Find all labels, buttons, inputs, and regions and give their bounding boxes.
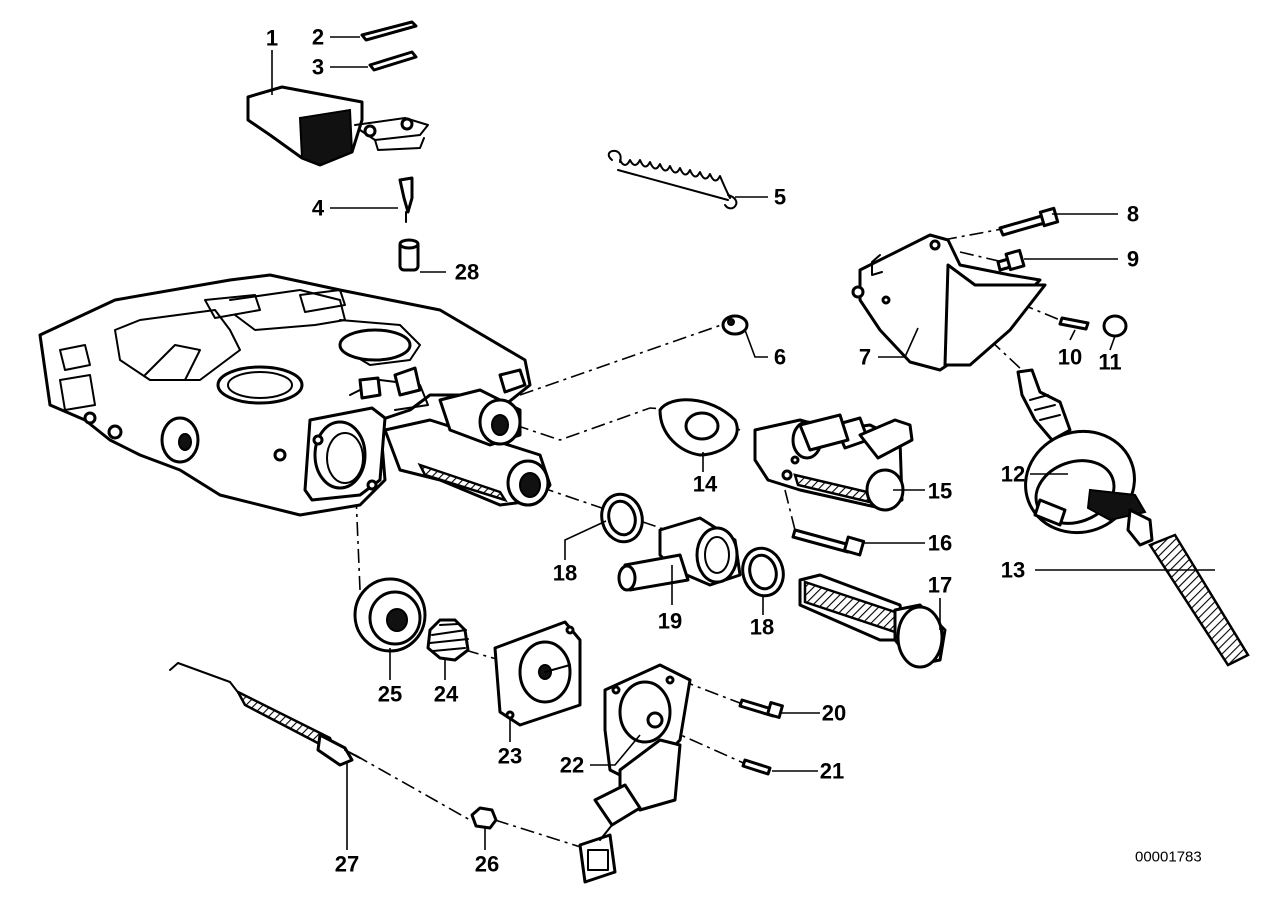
gasket-part-14 (658, 398, 739, 457)
callout-6: 6 (774, 345, 786, 370)
callout-11: 11 (1098, 350, 1121, 375)
callout-2: 2 (312, 25, 324, 50)
banjo-bolt-part-17 (798, 573, 947, 669)
callout-23: 23 (498, 744, 522, 769)
callout-18b: 18 (750, 615, 774, 640)
diaphragm-part-23 (493, 620, 582, 727)
callout-10: 10 (1058, 345, 1082, 370)
callout-20: 20 (822, 701, 846, 726)
seal-ring-18b (741, 546, 785, 598)
callout-19: 19 (658, 609, 682, 634)
float-part (246, 85, 429, 167)
banjo-pipe-part-19 (617, 516, 742, 592)
screw-part-16 (791, 528, 866, 557)
bracket-part-7 (851, 233, 1047, 372)
nut-part-6 (721, 314, 749, 336)
sleeve-part (398, 238, 420, 272)
cover-part-25 (353, 577, 427, 653)
callout-25: 25 (378, 682, 402, 707)
spring-part-10 (1058, 316, 1090, 331)
pin-part-3 (368, 50, 418, 72)
spring-part (607, 149, 738, 210)
callout-18a: 18 (553, 561, 577, 586)
pull-rod-part-13 (1126, 508, 1250, 667)
callout-15: 15 (928, 479, 952, 504)
leader-lines (271, 36, 1215, 850)
callout-12: 12 (1001, 462, 1025, 487)
callout-28: 28 (455, 260, 479, 285)
callout-4: 4 (312, 196, 325, 221)
pin-part-2 (360, 20, 418, 42)
callout-26: 26 (475, 852, 499, 877)
screw-part-21 (741, 758, 772, 776)
callout-22: 22 (560, 753, 584, 778)
screw-part-8 (998, 206, 1060, 237)
callout-8: 8 (1127, 202, 1139, 227)
callout-14: 14 (693, 472, 718, 497)
screw-part-9 (996, 248, 1026, 272)
choke-rod-part-27 (169, 662, 361, 767)
callout-21: 21 (820, 759, 844, 784)
screw-part-20 (738, 698, 784, 719)
callout-27: 27 (335, 852, 359, 877)
nut-part-26 (470, 806, 498, 830)
callout-16: 16 (928, 531, 952, 556)
callout-9: 9 (1127, 247, 1139, 272)
seal-ring-18a (600, 492, 644, 544)
spring-part-24 (426, 618, 470, 662)
cover-part-22 (578, 663, 692, 884)
callout-labels: 1 2 3 4 5 6 7 8 9 10 11 12 13 14 15 16 1… (266, 25, 1202, 877)
callout-7: 7 (859, 345, 871, 370)
vacuum-unit-part-12 (1016, 368, 1147, 535)
callout-13: 13 (1001, 558, 1025, 583)
callout-5: 5 (774, 185, 786, 210)
callout-17: 17 (928, 573, 952, 598)
cap-part-11 (1102, 314, 1128, 338)
carburetor-body (38, 273, 552, 517)
housing-part-15 (753, 413, 914, 512)
reference-number: 00001783 (1135, 849, 1202, 866)
callout-1: 1 (266, 26, 278, 51)
needle-valve-part (398, 176, 414, 223)
callout-24: 24 (434, 682, 459, 707)
callout-3: 3 (312, 55, 324, 80)
